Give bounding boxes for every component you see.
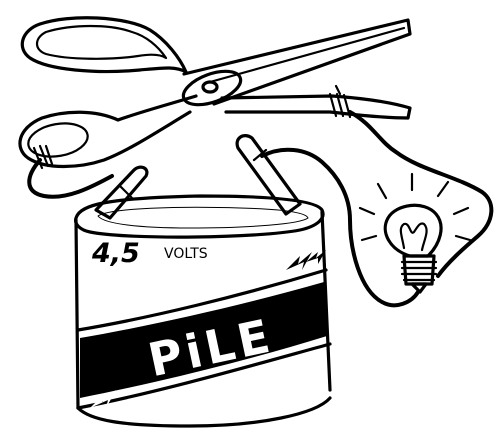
light-bulb-icon — [358, 172, 472, 294]
battery-voltage-number: 4,5 — [91, 238, 140, 269]
battery-terminals — [94, 134, 302, 220]
battery-icon — [74, 194, 332, 428]
lightning-icon — [90, 250, 326, 408]
scissors-icon — [18, 16, 412, 170]
battery-voltage-unit: VOLTS — [164, 246, 208, 262]
wire-icon — [27, 110, 494, 308]
